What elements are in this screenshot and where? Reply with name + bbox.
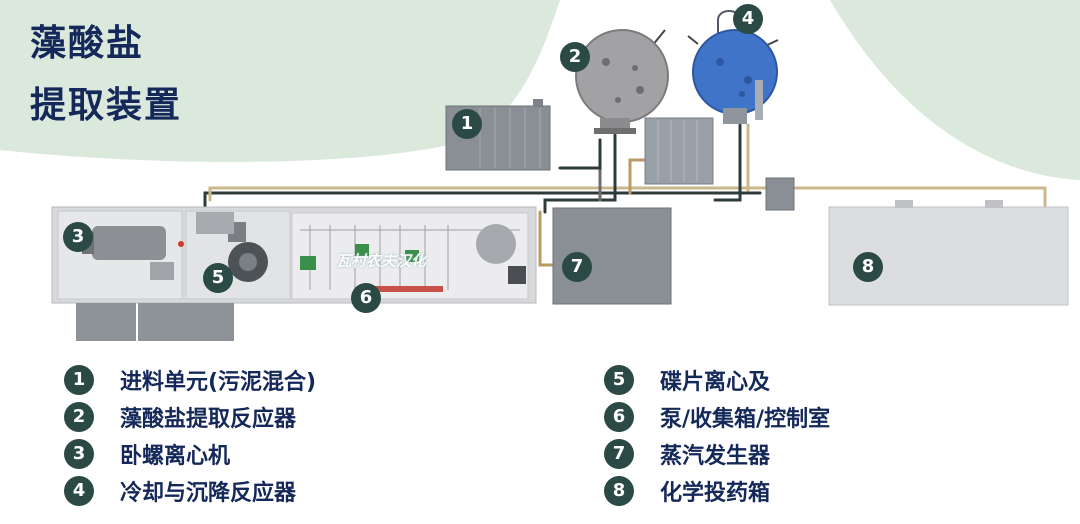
heat-exchanger xyxy=(644,117,714,185)
legend-item-4: 4 冷却与沉降反应器 xyxy=(64,475,296,507)
decanter-centrifuge xyxy=(92,226,166,260)
page-title-line2: 提取装置 xyxy=(30,85,183,126)
legend-number: 1 xyxy=(64,365,94,395)
marker-5: 5 xyxy=(203,263,233,293)
legend-label: 碟片离心及 xyxy=(660,370,771,395)
legend-number: 3 xyxy=(64,439,94,469)
legend-label: 进料单元(污泥混合) xyxy=(120,370,317,395)
collection-tank xyxy=(476,224,516,264)
marker-3: 3 xyxy=(63,222,93,252)
marker-4: 4 xyxy=(733,4,763,34)
watermark: 瓦村农夫汉化 xyxy=(336,252,427,270)
control-box xyxy=(765,177,795,211)
legend-number: 4 xyxy=(64,476,94,506)
background-shape xyxy=(830,0,1080,180)
page-title-line1: 藻酸盐 xyxy=(30,23,145,64)
background-shape xyxy=(0,0,560,162)
legend-item-7: 7 蒸汽发生器 xyxy=(604,438,770,470)
legend-item-3: 3 卧螺离心机 xyxy=(64,438,230,470)
legend-label: 化学投药箱 xyxy=(660,481,771,506)
legend-item-8: 8 化学投药箱 xyxy=(604,475,770,507)
legend-number: 5 xyxy=(604,365,634,395)
extraction-reactor xyxy=(575,29,669,123)
legend-label: 蒸汽发生器 xyxy=(660,444,771,469)
marker-7: 7 xyxy=(562,252,592,282)
pump-line xyxy=(375,286,443,292)
marker-6: 6 xyxy=(351,283,381,313)
cooling-reactor xyxy=(692,29,778,115)
legend-number: 7 xyxy=(604,439,634,469)
legend-number: 2 xyxy=(64,402,94,432)
legend-item-1: 1 进料单元(污泥混合) xyxy=(64,364,316,396)
marker-2: 2 xyxy=(560,42,590,72)
marker-8: 8 xyxy=(853,252,883,282)
marker-1: 1 xyxy=(452,109,482,139)
legend-label: 泵/收集箱/控制室 xyxy=(660,407,831,432)
pipes xyxy=(203,118,1047,267)
legend-label: 卧螺离心机 xyxy=(120,444,231,469)
legend-label: 藻酸盐提取反应器 xyxy=(120,407,297,432)
legend-number: 8 xyxy=(604,476,634,506)
legend-number: 6 xyxy=(604,402,634,432)
legend-item-2: 2 藻酸盐提取反应器 xyxy=(64,401,296,433)
legend-label: 冷却与沉降反应器 xyxy=(120,481,297,506)
legend-item-5: 5 碟片离心及 xyxy=(604,364,770,396)
legend-item-6: 6 泵/收集箱/控制室 xyxy=(604,401,830,433)
